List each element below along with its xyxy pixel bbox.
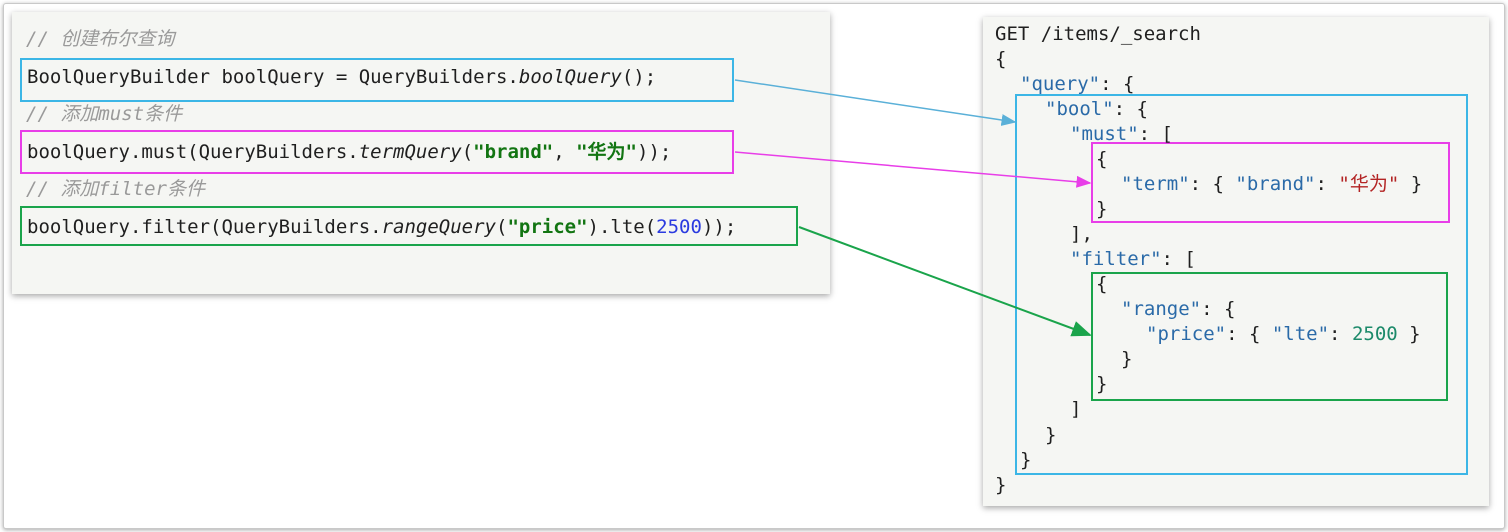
json-key: "range" [1121,298,1202,320]
code-text: boolQuery.filter(QueryBuilders. [27,216,382,238]
json-punct: : { [1226,323,1272,345]
json-key: "bool" [1045,98,1114,120]
json-line: } [1096,198,1108,220]
json-punct: : { [1100,73,1135,95]
json-key: "query" [1020,73,1101,95]
code-line-must: boolQuery.must(QueryBuilders.termQuery("… [27,140,671,165]
json-key: "filter" [1070,248,1162,270]
json-punct: : [1315,173,1339,195]
json-punct: } [1399,173,1423,195]
json-line: { [1096,148,1108,170]
json-line-price: "price": { "lte": 2500 } [1146,322,1421,347]
json-key: "brand" [1235,173,1316,195]
must-dsl-highlight [1091,142,1450,223]
json-key: "term" [1121,173,1190,195]
json-punct: : { [1201,298,1236,320]
filter-dsl-highlight [1091,272,1448,401]
json-punct: : [ [1161,248,1196,270]
json-punct: : { [1113,98,1148,120]
string-literal: "华为" [576,141,637,163]
json-line-term: "term": { "brand": "华为" } [1121,172,1422,197]
json-line-range: "range": { [1121,297,1235,322]
method-name: termQuery [358,141,462,163]
comment-add-filter: // 添加filter条件 [26,178,205,200]
json-key: "lte" [1271,323,1330,345]
code-text: boolQuery.must(QueryBuilders. [27,141,359,163]
arrow-filter [798,226,1092,337]
json-number: 2500 [1351,323,1398,345]
request-line: GET /items/_search [995,23,1201,45]
filter-highlight [20,206,798,246]
method-name: rangeQuery [381,216,496,238]
json-line-must: "must": [ [1070,122,1173,147]
string-literal: "price" [507,216,588,238]
json-punct: } [1397,323,1421,345]
code-text: , [553,141,577,163]
json-string: "华为" [1338,173,1400,195]
json-punct: : [ [1138,123,1173,145]
json-line: ] [1070,398,1082,420]
json-line-bool: "bool": { [1045,97,1148,122]
json-punct: : { [1189,173,1236,195]
method-name: boolQuery [518,66,622,88]
bool-dsl-highlight [1015,94,1468,475]
code-text: )); [701,216,737,238]
must-highlight [20,130,734,174]
arrow-must [734,151,1092,188]
code-text: )); [637,141,672,163]
json-line: { [1096,273,1108,295]
code-text: ( [496,216,508,238]
arrow-bool [734,79,1017,126]
code-text: ).lte( [587,216,657,238]
number-literal: 2500 [656,216,702,238]
code-text: ( [461,141,474,163]
json-key: "must" [1070,123,1139,145]
json-key: "price" [1146,323,1227,345]
comment-create-bool: // 创建布尔查询 [26,28,175,50]
code-line-filter: boolQuery.filter(QueryBuilders.rangeQuer… [27,215,736,240]
comment-add-must: // 添加must条件 [26,103,183,125]
bool-query-highlight [20,58,734,102]
dsl-json-panel [983,17,1489,506]
json-line: } [1096,373,1108,395]
json-line: } [1121,348,1133,370]
json-line: { [995,48,1007,70]
json-line-filter: "filter": [ [1070,247,1196,272]
json-punct: : [1329,323,1352,345]
string-literal: "brand" [473,141,554,163]
json-line: } [1020,449,1032,471]
json-line-query: "query": { [1020,72,1134,97]
code-line-bool-query: BoolQueryBuilder boolQuery = QueryBuilde… [27,65,656,90]
code-text: BoolQueryBuilder boolQuery = QueryBuilde… [27,66,519,88]
json-line: } [995,474,1007,496]
json-line: } [1045,424,1057,446]
json-line: ], [1070,223,1093,245]
code-text: (); [621,66,657,88]
